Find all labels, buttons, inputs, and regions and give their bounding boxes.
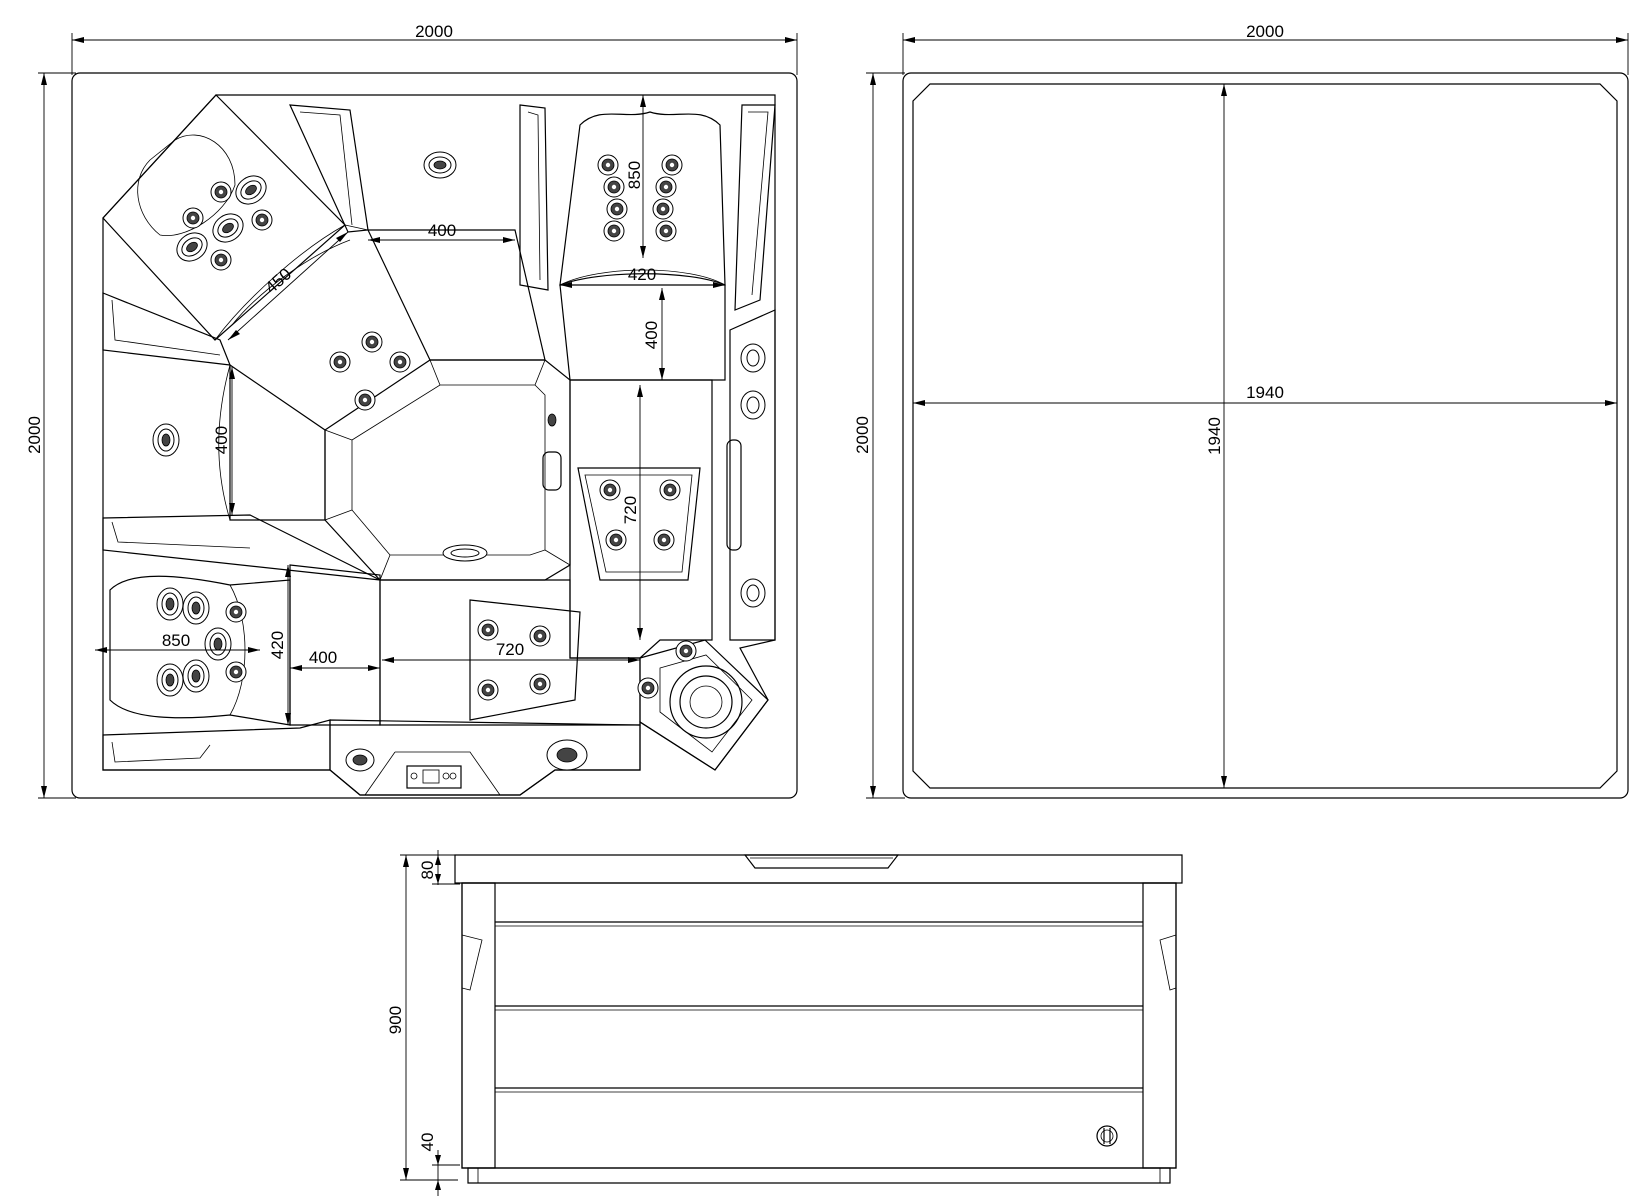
cover-view-width-label: 2000 [1246, 22, 1284, 41]
top-view: 2000 2000 [25, 22, 798, 799]
lounger-width-label: 420 [628, 265, 656, 284]
top-view-width-label: 2000 [415, 22, 453, 41]
top-view-height-label: 2000 [25, 416, 44, 454]
shell-outline [71, 72, 798, 799]
right-armrest [726, 309, 776, 641]
side-skimmer-lid [743, 854, 900, 869]
lounger-bottom-left: 850 420 [95, 565, 291, 726]
corner-seat-top-left: 450 [102, 94, 351, 341]
lounger-length-label: 850 [625, 161, 644, 189]
bottom-armrest [102, 719, 331, 771]
top-seat-label: 400 [428, 221, 456, 240]
side-right-post [1142, 882, 1177, 1169]
cover-inner-outline [912, 83, 1618, 789]
cover-view: 2000 2000 1940 1940 [853, 22, 1629, 799]
side-view-top-dimension: 80 [418, 850, 460, 885]
cover-outer-outline [902, 72, 1629, 799]
floor-bench-bottom: 720 [379, 579, 641, 726]
side-view-height-dimension: 900 [386, 854, 458, 1181]
side-view-base-dimension: 40 [418, 1133, 460, 1196]
cover-inner-height-dimension: 1940 [1205, 84, 1227, 788]
bottom-seat: 400 [289, 564, 381, 726]
side-view: 900 80 40 [386, 850, 1183, 1196]
top-right-armrest [734, 104, 776, 311]
cover-inner-width-dimension: 1940 [913, 383, 1617, 406]
left-armrest-top [102, 292, 231, 366]
right-seat-depth-label: 400 [642, 321, 661, 349]
control-panel [406, 765, 462, 789]
side-view-height-label: 900 [386, 1006, 405, 1034]
bottom-lounger-width-label: 420 [268, 631, 287, 659]
bottom-lounger-length-label: 850 [162, 631, 190, 650]
side-rim [454, 854, 1183, 884]
top-armrest-left [289, 104, 369, 233]
side-left-post [461, 882, 496, 1169]
corner-seat-dimension: 450 [227, 231, 349, 341]
left-seat-label: 400 [212, 426, 231, 454]
side-panels [495, 921, 1143, 1093]
cover-view-height-label: 2000 [853, 416, 872, 454]
drain-valve-icon [1096, 1125, 1118, 1147]
top-view-width-dimension: 2000 [71, 22, 798, 75]
right-seat-length-label: 720 [621, 496, 640, 524]
side-view-top-label: 80 [418, 861, 437, 880]
left-seat: 400 [212, 331, 411, 521]
cover-inner-width-label: 1940 [1246, 383, 1284, 402]
top-seat: 400 [344, 151, 546, 361]
floor-length-label: 720 [496, 640, 524, 659]
cover-inner-height-label: 1940 [1205, 417, 1224, 455]
lounger-top-right: 850 420 [559, 95, 726, 288]
cover-view-width-dimension: 2000 [902, 22, 1629, 75]
top-armrest-right [519, 104, 549, 291]
cover-view-height-dimension: 2000 [853, 72, 905, 799]
corner-seat-label: 450 [261, 264, 295, 297]
footwell [324, 359, 571, 581]
right-seat: 400 [559, 284, 726, 381]
side-view-base-label: 40 [418, 1133, 437, 1152]
right-bench: 720 [569, 379, 713, 659]
bottom-seat-label: 400 [309, 648, 337, 667]
top-view-height-dimension: 2000 [25, 72, 76, 799]
filter-corner [637, 639, 769, 771]
side-base [467, 1167, 1171, 1184]
shell-acrylic-edge [102, 94, 776, 796]
control-strip [329, 719, 641, 796]
